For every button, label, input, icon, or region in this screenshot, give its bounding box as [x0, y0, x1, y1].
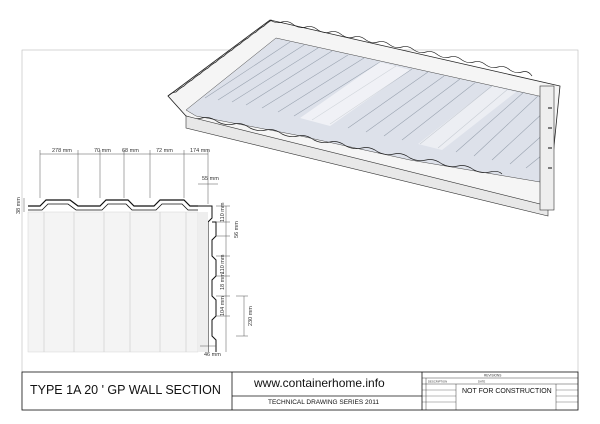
- wall-profile-line: [28, 199, 198, 207]
- wall-section-view: [27, 199, 217, 353]
- dim-70: 70 mm: [94, 148, 111, 154]
- wall-profile-line-inner: [28, 203, 198, 211]
- dim-72: 72 mm: [156, 148, 173, 154]
- dim-38: 38 mm: [16, 197, 22, 214]
- dim-110-a: 110 mm: [220, 202, 226, 222]
- container-end-face: [539, 85, 555, 211]
- revisions-header: REVISIONS: [484, 374, 501, 378]
- dim-104: 104 mm: [220, 296, 226, 316]
- dim-18: 18 mm: [220, 273, 226, 290]
- container-rim-left: [167, 19, 273, 97]
- container-3d-view: [167, 19, 561, 217]
- revisions-col-date: DATE: [478, 380, 485, 384]
- dim-278: 278 mm: [52, 148, 72, 154]
- drawing-title: TYPE 1A 20 ' GP WALL SECTION: [30, 383, 221, 397]
- title-block-frame: [21, 371, 579, 411]
- dimension-lines: [23, 150, 248, 352]
- container-rim-bottom: [185, 115, 503, 175]
- revisions-col-description: DESCRIPTION: [428, 380, 447, 384]
- end-door-marks: [548, 107, 552, 169]
- dim-55: 55 mm: [202, 176, 219, 182]
- container-rim-top: [269, 19, 533, 77]
- roof-highlight-2: [418, 86, 516, 150]
- status-label: NOT FOR CONSTRUCTION: [462, 388, 552, 395]
- end-wall-profile: [211, 221, 217, 352]
- dim-230: 230 mm: [248, 306, 254, 326]
- wall-panel-ribs: [43, 212, 187, 352]
- dim-68: 68 mm: [122, 148, 139, 154]
- dim-46: 46 mm: [204, 352, 221, 358]
- corner-post-face: [198, 212, 208, 352]
- dim-56: 56 mm: [234, 221, 240, 238]
- wall-panel-face: [27, 211, 199, 353]
- series-label: TECHNICAL DRAWING SERIES 2011: [268, 399, 380, 406]
- roof-highlight-1: [300, 62, 410, 126]
- website-label: www.containerhome.info: [254, 376, 385, 390]
- dim-174: 174 mm: [190, 148, 210, 154]
- container-side-face: [185, 115, 549, 217]
- dim-110-b: 110 mm: [220, 254, 226, 274]
